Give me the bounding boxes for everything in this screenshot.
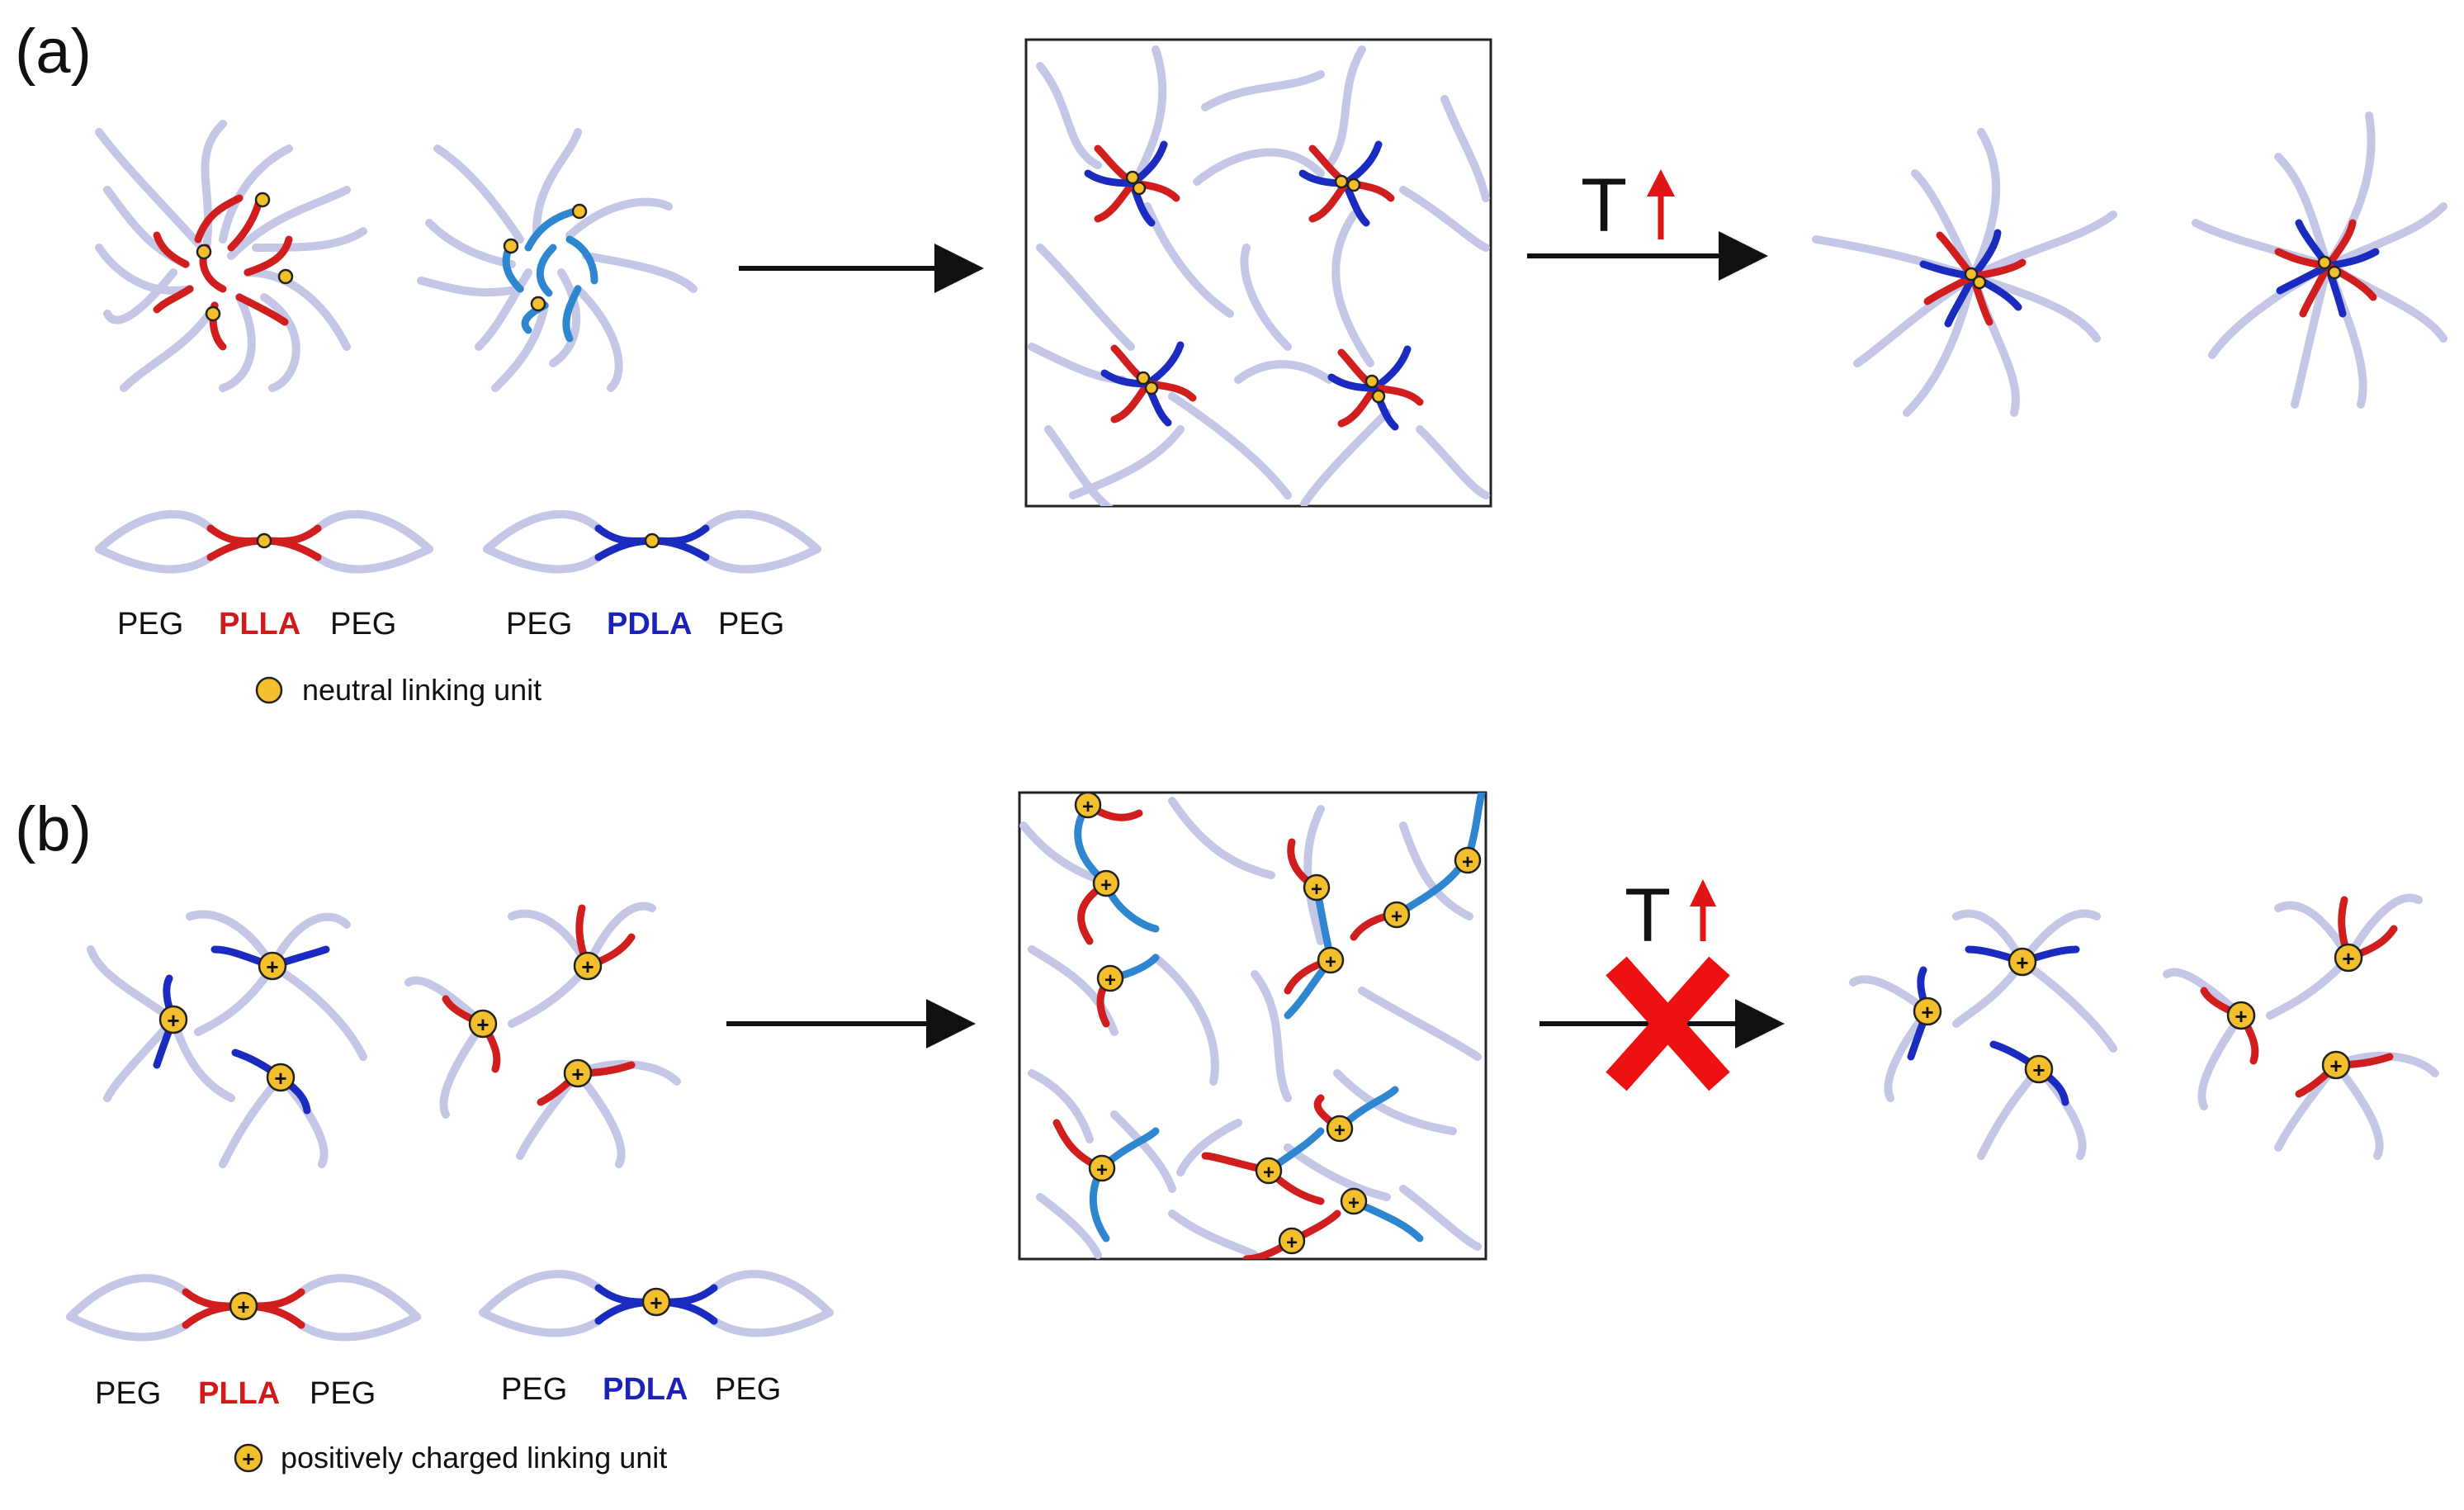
label-pdla-a: PDLA	[607, 607, 692, 641]
label-peg-a2: PEG	[330, 607, 396, 641]
svg-text:+: +	[1104, 969, 1116, 992]
red-x-icon	[1606, 956, 1730, 1091]
svg-text:+: +	[650, 1290, 662, 1315]
pdla-copolymer-a	[483, 509, 821, 574]
temperature-symbol-b: T	[1625, 873, 1671, 958]
label-peg-b1: PEG	[95, 1376, 161, 1411]
plla-micelle-b-after: + + +	[2163, 893, 2439, 1160]
svg-text:+: +	[1096, 1159, 1108, 1181]
svg-text:+: +	[2016, 950, 2028, 975]
svg-text:+: +	[2032, 1058, 2045, 1082]
svg-text:+: +	[266, 954, 278, 979]
svg-text:+: +	[476, 1012, 489, 1037]
svg-text:+: +	[581, 954, 594, 979]
label-plla-b: PLLA	[198, 1376, 280, 1411]
svg-text:+: +	[1082, 796, 1094, 818]
panel-b-label: (b)	[15, 794, 92, 864]
gel-network-a	[1024, 38, 1492, 508]
temperature-up-arrow-icon-a	[1647, 169, 1675, 239]
label-peg-b3: PEG	[501, 1372, 567, 1407]
label-plla-a: PLLA	[219, 607, 300, 641]
svg-text:+: +	[1286, 1232, 1298, 1254]
svg-text:+: +	[1462, 851, 1473, 873]
temperature-symbol-a: T	[1581, 163, 1627, 248]
svg-text:+: +	[1348, 1192, 1360, 1214]
svg-text:+: +	[274, 1066, 286, 1091]
label-peg-b4: PEG	[715, 1372, 781, 1407]
plla-micelle-a	[95, 120, 367, 392]
yellow-circle-plus-icon: +	[234, 1443, 263, 1473]
pdla-micelle-a	[417, 128, 698, 392]
label-peg-a1: PEG	[117, 607, 183, 641]
pdla-micelle-b: + + +	[87, 910, 367, 1168]
legend-neutral-linker: neutral linking unit	[302, 673, 542, 707]
yellow-circle-icon	[255, 676, 283, 704]
svg-text:+: +	[2329, 1053, 2342, 1078]
gel-network-b: + + + + + + + + + + + +	[1018, 791, 1487, 1261]
svg-text:+: +	[242, 1446, 254, 1471]
svg-text:+: +	[1921, 1000, 1933, 1025]
temperature-up-arrow-icon-b	[1690, 879, 1716, 941]
label-peg-b2: PEG	[310, 1376, 376, 1411]
svg-text:+: +	[1391, 906, 1402, 928]
pdla-copolymer-b: +	[479, 1270, 834, 1337]
svg-text:+: +	[571, 1062, 584, 1086]
plla-copolymer-a	[95, 509, 433, 574]
pdla-micelle-b-after: + + +	[1849, 909, 2117, 1160]
svg-text:+: +	[237, 1295, 249, 1319]
legend-charged-linker: positively charged linking unit	[281, 1441, 667, 1474]
svg-text:+: +	[1100, 874, 1112, 897]
label-peg-a3: PEG	[506, 607, 572, 641]
svg-text:+: +	[1334, 1119, 1346, 1142]
label-peg-a4: PEG	[718, 607, 784, 641]
svg-text:+: +	[167, 1008, 179, 1033]
svg-text:+: +	[1325, 951, 1336, 973]
plla-micelle-b: + + +	[404, 902, 681, 1168]
label-pdla-b: PDLA	[603, 1372, 688, 1407]
svg-text:+: +	[2342, 946, 2354, 971]
panel-a-label: (a)	[15, 17, 92, 87]
svg-text:+: +	[2235, 1004, 2247, 1029]
star-micelle-a-1	[1812, 128, 2117, 417]
svg-text:+: +	[1263, 1162, 1275, 1184]
star-micelle-a-2	[2192, 111, 2447, 409]
svg-text:+: +	[1311, 878, 1322, 901]
plla-copolymer-b: +	[66, 1274, 421, 1342]
